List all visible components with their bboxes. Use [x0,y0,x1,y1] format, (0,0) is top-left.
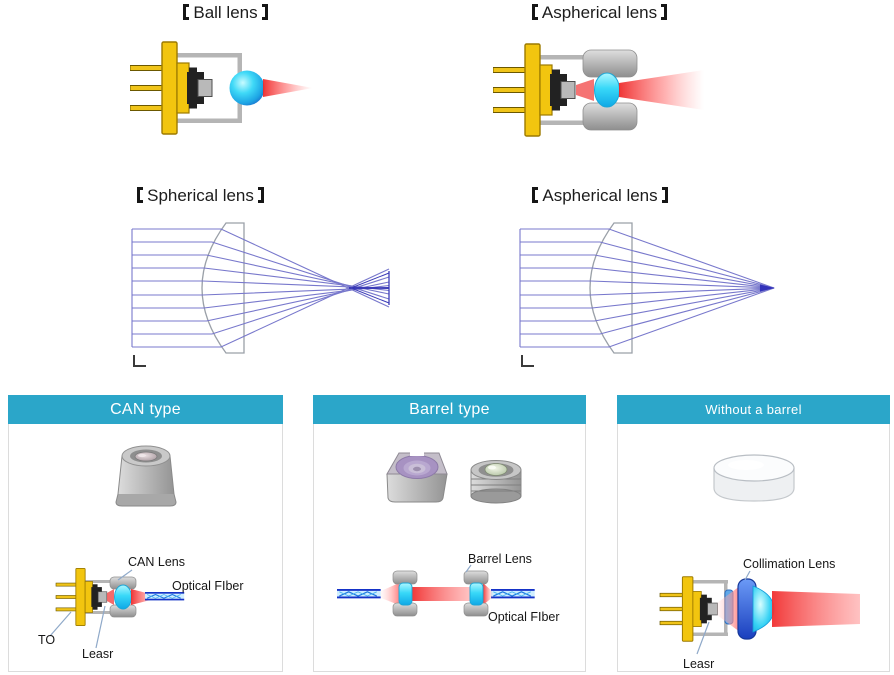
collimation-lens-photo [712,454,795,502]
lenticular-bracket-left-icon [532,187,539,203]
focus-point [760,284,775,292]
can-lens-element [114,584,132,610]
laser-beam-inner [576,79,594,101]
panel-barrel-type: Barrel type [313,395,586,672]
title-ball-lens: Ball lens [128,3,323,23]
panel-without-barrel-body: Collimation Lens Leasr [618,448,889,675]
label-can-lens: CAN Lens [128,555,185,569]
label-barrel-lens: Barrel Lens [468,552,532,566]
axis-origin-marker [133,355,146,367]
label-to-package: TO [38,633,55,647]
axis-origin-marker [521,355,534,367]
panel-without-barrel: Without a barrel [617,395,890,672]
title-aspherical-lens-mid: Aspherical lens [500,186,700,206]
diverging-beam [717,586,740,632]
label-optical-fiber: Optical FIber [172,579,244,593]
label-optical-fiber: Optical FIber [488,610,560,624]
collimated-beam [772,591,860,627]
aberration-caustic [349,271,390,305]
leader-line [465,564,472,573]
to-can-laser-diode [130,41,242,135]
aspherical-lens-outline [589,222,633,354]
ball-lens-sphere [229,70,265,106]
panel-can-header: CAN type [8,395,283,424]
label-laser: Leasr [82,647,113,661]
lenticular-bracket-left-icon [137,187,144,203]
title-aspherical-mid-text: Aspherical lens [542,186,658,205]
laser-beam-inner [107,589,114,605]
leader-lines [49,569,133,649]
panel-can-body: CAN Lens Optical FIber TO Leasr [9,436,282,675]
ball-lens-diode-illustration [130,41,313,135]
aspherical-lens-element [594,72,620,108]
label-collimation-lens: Collimation Lens [743,557,835,571]
title-ball-lens-text: Ball lens [193,3,258,22]
panel-barrel-body: Barrel Lens Optical FIber [314,440,585,675]
barrel-lens-square-photo [385,449,448,503]
title-aspherical-lens-top: Aspherical lens [482,3,717,23]
laser-beam [263,79,313,97]
without-barrel-diagram: Collimation Lens Leasr [659,557,860,671]
beam-into-right-fiber [483,583,493,605]
label-laser: Leasr [683,657,714,671]
title-spherical-lens: Spherical lens [103,186,298,206]
barrel-photos [314,440,585,506]
panel-can-type: CAN type [8,395,283,672]
lenticular-bracket-right-icon [257,187,264,203]
to-can-laser-diode [55,568,108,626]
title-aspherical-top-text: Aspherical lens [541,3,658,22]
ray-bundle [519,228,775,348]
leader-lines [696,570,751,655]
ray-bundle [131,228,390,348]
can-lens-photo [114,445,177,507]
lenticular-bracket-left-icon [531,4,538,20]
barrel-lens-right [463,570,489,617]
optical-fiber-left [336,588,382,599]
laser-beam [619,70,704,110]
panel-barrel-header: Barrel type [313,395,586,424]
aspherical-lens-diode-illustration [493,43,704,137]
lenticular-bracket-right-icon [661,187,668,203]
optical-fiber-right [490,588,536,599]
aspherical-lens-ray-diagram [519,222,775,367]
barrel-lens-left [392,570,418,617]
optical-fiber-graphic [144,591,185,601]
collimated-beam [412,587,470,601]
panel-without-barrel-header: Without a barrel [617,395,890,424]
title-spherical-text: Spherical lens [147,186,254,205]
spherical-lens-ray-diagram [131,222,390,367]
barrel-lens-round-photo [470,460,521,504]
barrel-type-diagram: Barrel Lens Optical FIber [336,552,560,624]
collimation-lens-dome [752,585,775,633]
to-can-laser-diode [659,576,718,642]
lenticular-bracket-right-icon [661,4,668,20]
can-type-diagram: CAN Lens Optical FIber TO Leasr [38,555,244,661]
lenticular-bracket-left-icon [183,4,190,20]
beam-from-left-fiber [381,583,399,605]
lenticular-bracket-right-icon [261,4,268,20]
